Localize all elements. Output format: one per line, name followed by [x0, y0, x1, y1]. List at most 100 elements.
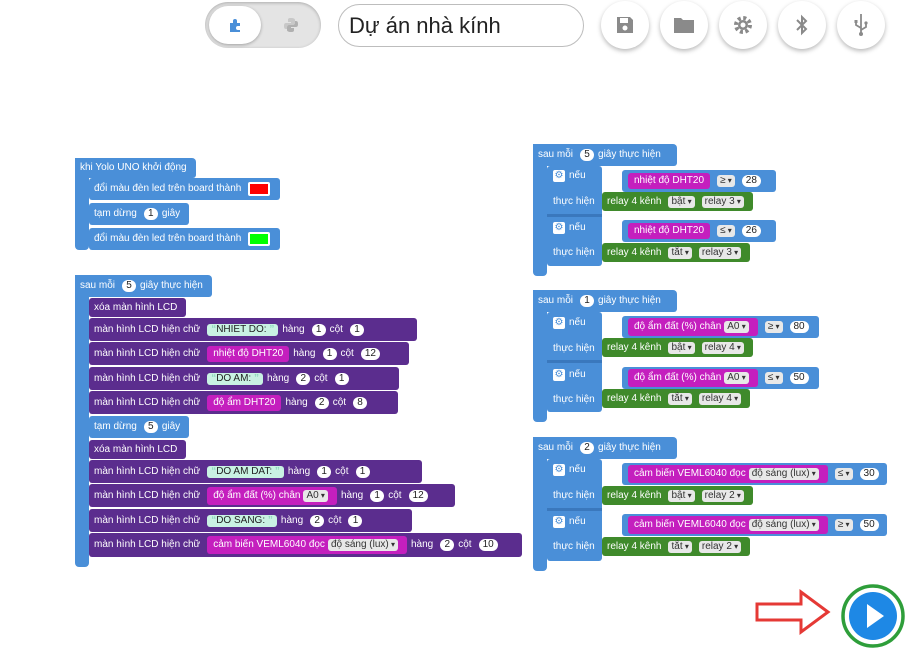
relay-state-dropdown[interactable]: tắt	[668, 246, 692, 259]
relay-block-soil-on[interactable]: relay 4 kênh bật relay 4	[602, 338, 753, 357]
relay-block-light-off[interactable]: relay 4 kênh tắt relay 2	[602, 537, 751, 556]
col-input[interactable]: 1	[334, 372, 349, 385]
project-name-input[interactable]	[338, 4, 584, 47]
temperature-sensor-block[interactable]: nhiệt độ DHT20	[628, 223, 711, 239]
open-folder-button[interactable]	[660, 1, 708, 49]
gear-icon[interactable]: ⚙	[553, 516, 565, 528]
relay-block-temp-off[interactable]: relay 4 kênh tắt relay 3	[602, 243, 751, 262]
col-input[interactable]: 12	[408, 489, 428, 502]
pin-dropdown[interactable]: A0	[303, 489, 328, 502]
gear-icon[interactable]: ⚙	[553, 170, 565, 182]
pin-dropdown[interactable]: A0	[724, 372, 749, 384]
row-input[interactable]: 1	[322, 347, 337, 360]
temp-compare-2[interactable]: nhiệt độ DHT20 ≤ 26	[622, 220, 776, 242]
temp-loop-block[interactable]: sau mỗi 5 giây thực hiện	[533, 144, 677, 166]
lcd-print-row-8[interactable]: màn hình LCD hiện chữ cảm biến VEML6040 …	[89, 533, 522, 557]
run-button[interactable]	[840, 583, 906, 649]
relay-channel-dropdown[interactable]: relay 2	[698, 540, 742, 553]
python-mode-button[interactable]	[265, 6, 317, 44]
relay-state-dropdown[interactable]: bật	[668, 341, 695, 354]
col-input[interactable]: 10	[478, 539, 498, 551]
gear-icon[interactable]: ⚙	[553, 464, 565, 476]
relay-channel-dropdown[interactable]: relay 3	[698, 246, 742, 259]
light-mode-dropdown[interactable]: độ sáng (lux)	[327, 539, 398, 551]
threshold-input[interactable]: 28	[741, 175, 761, 187]
row-input[interactable]: 1	[317, 465, 332, 478]
row-input[interactable]: 1	[370, 489, 385, 502]
humidity-sensor-block[interactable]: độ ẩm DHT20	[207, 394, 282, 411]
relay-block-light-on[interactable]: relay 4 kênh bật relay 2	[602, 486, 753, 505]
pin-dropdown[interactable]: A0	[724, 321, 749, 333]
light-loop-block[interactable]: sau mỗi 2 giây thực hiện	[533, 437, 677, 459]
relay-channel-dropdown[interactable]: relay 4	[698, 392, 742, 405]
save-button[interactable]	[601, 1, 649, 49]
light-mode-dropdown[interactable]: độ sáng (lux)	[748, 519, 819, 531]
mode-toggle[interactable]	[205, 2, 321, 48]
usb-button[interactable]	[837, 1, 885, 49]
row-input[interactable]: 2	[440, 539, 455, 551]
blocks-mode-button[interactable]	[209, 6, 261, 44]
lcd-print-row-5[interactable]: màn hình LCD hiện chữ DO AM DAT: hàng 1 …	[89, 460, 422, 483]
wait-seconds-input[interactable]: 5	[143, 421, 158, 433]
text-literal[interactable]: DO AM:	[207, 372, 263, 385]
operator-dropdown[interactable]: ≥	[717, 175, 735, 187]
wait-seconds-input[interactable]: 1	[143, 208, 158, 220]
col-input[interactable]: 12	[360, 347, 380, 360]
text-literal[interactable]: DO SANG:	[207, 514, 277, 527]
lcd-print-row-7[interactable]: màn hình LCD hiện chữ DO SANG: hàng 2 cộ…	[89, 509, 412, 532]
soil-loop-seconds-input[interactable]: 1	[580, 295, 595, 307]
relay-block-soil-off[interactable]: relay 4 kênh tắt relay 4	[602, 389, 751, 408]
temp-loop-seconds-input[interactable]: 5	[580, 149, 595, 161]
lcd-loop-seconds-input[interactable]: 5	[122, 280, 137, 292]
startup-event-block[interactable]: khi Yolo UNO khởi động	[75, 158, 196, 178]
row-input[interactable]: 2	[310, 514, 325, 527]
col-input[interactable]: 8	[353, 396, 368, 409]
relay-channel-dropdown[interactable]: relay 4	[701, 341, 744, 354]
lcd-wait-block[interactable]: tạm dừng 5 giây	[89, 416, 190, 438]
lcd-clear-block-2[interactable]: xóa màn hình LCD	[89, 440, 187, 459]
temp-compare-1[interactable]: nhiệt độ DHT20 ≥ 28	[622, 170, 776, 192]
lcd-print-row-1[interactable]: màn hình LCD hiện chữ NHIET DO: hàng 1 c…	[89, 318, 417, 341]
lcd-print-row-4[interactable]: màn hình LCD hiện chữ độ ẩm DHT20 hàng 2…	[89, 391, 398, 414]
temperature-sensor-block[interactable]: nhiệt độ DHT20	[628, 173, 711, 189]
soil-loop-block[interactable]: sau mỗi 1 giây thực hiện	[533, 290, 677, 312]
temperature-sensor-block[interactable]: nhiệt độ DHT20	[207, 345, 290, 362]
threshold-input[interactable]: 30	[859, 468, 879, 480]
operator-dropdown[interactable]: ≤	[764, 372, 783, 384]
lcd-loop-block[interactable]: sau mỗi 5 giây thực hiện	[75, 275, 212, 297]
light-loop-seconds-input[interactable]: 2	[580, 442, 595, 454]
gear-icon[interactable]: ⚙	[553, 317, 565, 329]
settings-button[interactable]	[719, 1, 767, 49]
operator-dropdown[interactable]: ≥	[764, 321, 783, 333]
led-color-block-2[interactable]: đổi màu đèn led trên board thành	[89, 228, 280, 250]
col-input[interactable]: 1	[348, 514, 363, 527]
operator-dropdown[interactable]: ≤	[834, 468, 853, 480]
threshold-input[interactable]: 50	[789, 372, 809, 384]
relay-state-dropdown[interactable]: bật	[668, 489, 695, 502]
threshold-input[interactable]: 50	[859, 519, 879, 531]
col-input[interactable]: 1	[355, 465, 370, 478]
relay-block-temp-on[interactable]: relay 4 kênh bật relay 3	[602, 192, 753, 211]
relay-channel-dropdown[interactable]: relay 3	[701, 195, 744, 208]
lcd-print-row-2[interactable]: màn hình LCD hiện chữ nhiệt độ DHT20 hàn…	[89, 342, 409, 365]
row-input[interactable]: 1	[311, 323, 326, 336]
led-color-swatch-red[interactable]	[248, 182, 271, 196]
lcd-clear-block-1[interactable]: xóa màn hình LCD	[89, 298, 187, 317]
gear-icon[interactable]: ⚙	[553, 369, 565, 381]
gear-icon[interactable]: ⚙	[553, 222, 565, 234]
threshold-input[interactable]: 26	[741, 225, 761, 237]
relay-state-dropdown[interactable]: bật	[668, 195, 695, 208]
led-color-swatch-green[interactable]	[248, 232, 271, 246]
led-color-block-1[interactable]: đổi màu đèn led trên board thành	[89, 178, 280, 200]
row-input[interactable]: 2	[296, 372, 311, 385]
operator-dropdown[interactable]: ≥	[834, 519, 853, 531]
light-mode-dropdown[interactable]: độ sáng (lux)	[748, 468, 819, 480]
